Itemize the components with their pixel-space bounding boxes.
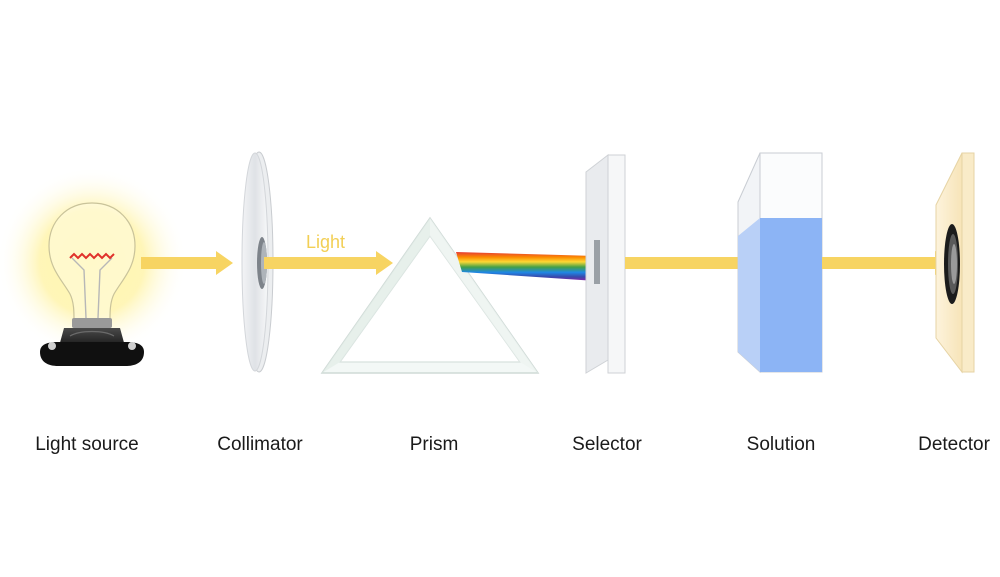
label-solution: Solution — [746, 434, 816, 455]
beam-label: Light — [306, 232, 346, 252]
label-prism: Prism — [409, 434, 459, 455]
label-collimator: Collimator — [217, 434, 303, 455]
label-detector: Detector — [918, 434, 990, 455]
solution-liquid — [760, 218, 822, 372]
prism-icon — [320, 216, 540, 374]
light-beam-arrow-1 — [141, 251, 233, 275]
cuvette-solution-icon — [737, 152, 823, 374]
light-bulb-icon — [0, 167, 187, 366]
label-selector: Selector — [572, 434, 642, 455]
light-beam-arrow-2 — [264, 251, 393, 275]
detector-icon — [935, 152, 975, 374]
light-beam-arrow-4 — [822, 251, 952, 275]
label-light-source: Light source — [35, 434, 139, 455]
bulb-base — [40, 342, 144, 366]
slit-selector-icon — [585, 153, 626, 374]
spectrum-band — [456, 252, 596, 281]
bulb-filament — [69, 252, 115, 260]
